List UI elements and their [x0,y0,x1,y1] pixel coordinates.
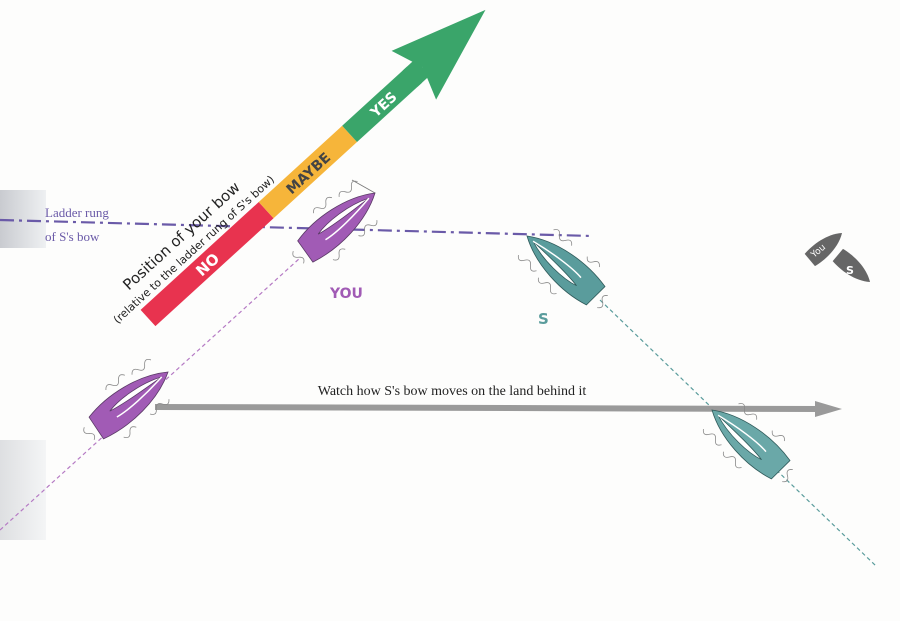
you-track-line [0,257,301,531]
scan-edge [0,190,46,248]
you-s-legend-icon: You S [804,233,870,282]
segment-maybe [258,125,358,219]
watch-arrow [154,404,823,412]
arrowhead [391,9,486,100]
arrow-subtitle: (relative to the ladder rung of S's bow) [111,173,277,326]
you-boat-previous [69,354,181,458]
you-label: YOU [329,286,363,302]
bow-position-arrow: NO MAYBE YES Position of your bow (relat… [111,9,486,327]
ladder-rung-line [0,218,593,238]
watch-caption: Watch how S's bow moves on the land behi… [318,384,587,399]
scan-edge [0,440,46,540]
segment-no [140,201,274,327]
s-boat-current [513,219,623,325]
ladder-label-line1: Ladder rung [45,205,109,220]
legend-s-text: S [846,264,854,277]
ladder-label-line2: of S's bow [45,229,100,244]
s-label: S [538,310,549,328]
bow-projection-line [351,179,376,194]
segment-yes [342,66,422,143]
watch-arrowhead [815,401,842,417]
